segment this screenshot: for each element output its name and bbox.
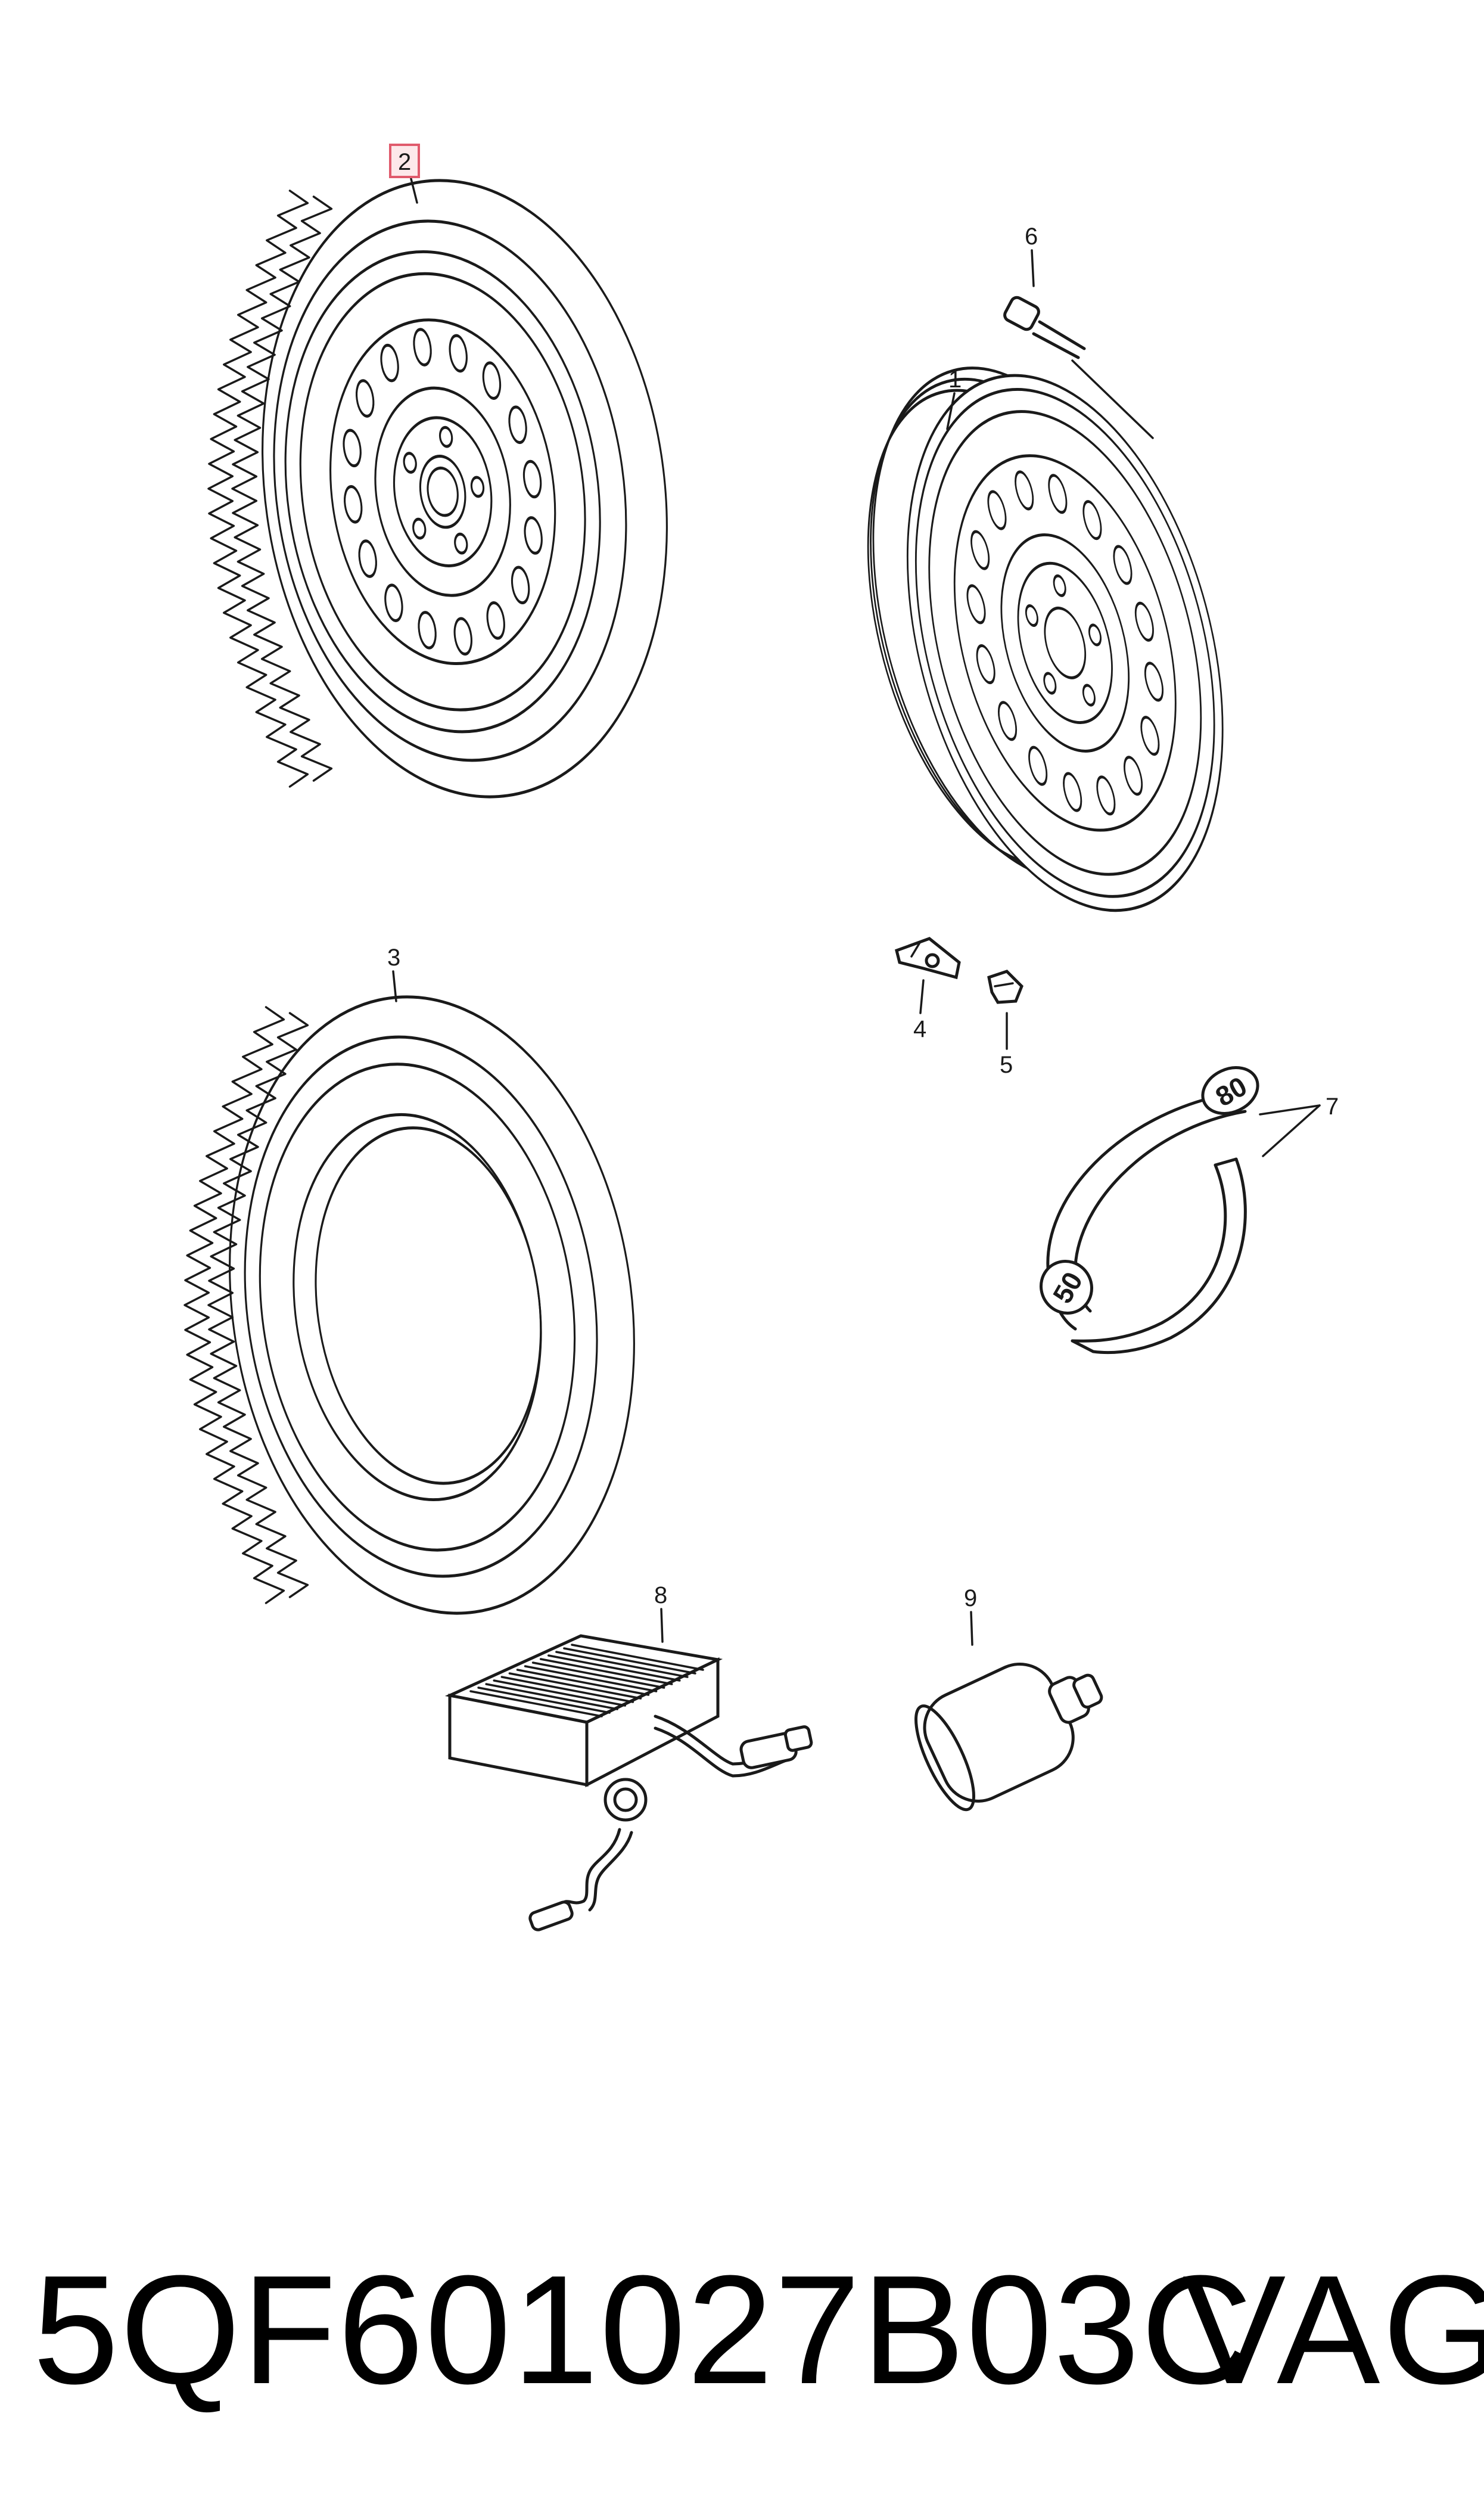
rim-vent-hole xyxy=(1063,772,1082,812)
grille-slot xyxy=(493,1679,626,1707)
rim-vent-hole xyxy=(343,428,362,468)
brand-label: VAG xyxy=(1183,2244,1484,2416)
rim-vent-hole xyxy=(358,539,377,578)
callout-leaders xyxy=(392,178,1321,1646)
callout-3[interactable]: 3 xyxy=(387,945,400,971)
rim-vent-hole xyxy=(384,583,403,622)
callout-2-highlight-box xyxy=(389,144,420,178)
rim-vent-hole xyxy=(413,328,432,366)
rim-vent-hole xyxy=(1082,500,1102,541)
part-8-compressor xyxy=(444,1634,813,1931)
grille-slot xyxy=(500,1676,634,1703)
rim-vent-hole xyxy=(508,405,527,445)
rim-vent-hole xyxy=(1015,470,1034,511)
lug-hole xyxy=(1053,574,1066,597)
grille-slot xyxy=(571,1644,704,1671)
lug-hole xyxy=(403,452,417,474)
grille-slot xyxy=(516,1669,650,1696)
rim-vent-hole xyxy=(511,566,530,605)
callout-5[interactable]: 5 xyxy=(1000,1052,1013,1078)
rim-vent-hole xyxy=(987,490,1007,530)
callout-7[interactable]: 7 xyxy=(1326,1094,1339,1120)
exploded-parts-diagram: 80 50 xyxy=(183,144,1339,1931)
grille-slot xyxy=(531,1661,665,1689)
rim-vent-hole xyxy=(1113,545,1133,585)
lug-hole xyxy=(412,517,427,540)
rim-vent-hole xyxy=(355,379,375,418)
rim-vent-hole xyxy=(453,617,472,656)
grille-slot xyxy=(469,1690,603,1717)
part-4-clip xyxy=(895,937,961,980)
rim-vent-hole xyxy=(524,516,543,555)
grille-slot xyxy=(555,1651,689,1678)
rim-vent-hole xyxy=(449,334,468,373)
grille-slot xyxy=(508,1672,642,1700)
rim-vent-hole xyxy=(1048,474,1068,514)
rim-vent-hole xyxy=(1028,746,1048,786)
lug-hole xyxy=(1082,684,1096,707)
callout-4[interactable]: 4 xyxy=(913,1016,926,1042)
grille-slot xyxy=(477,1686,611,1714)
rim-vent-hole xyxy=(1144,661,1164,702)
rim-vent-hole xyxy=(1140,716,1160,756)
rim-vent-hole xyxy=(380,343,399,383)
lug-hole xyxy=(438,425,453,448)
part-3-tyre xyxy=(183,995,635,1615)
lug-hole xyxy=(1088,623,1102,647)
grille-slot xyxy=(524,1665,658,1692)
callout-9[interactable]: 9 xyxy=(964,1585,977,1611)
part-5-clip xyxy=(987,970,1023,1004)
lug-hole xyxy=(470,476,485,498)
callout-2[interactable]: 2 xyxy=(398,149,411,175)
rim-vent-hole xyxy=(344,485,363,524)
grille-slot xyxy=(539,1658,673,1685)
rim-vent-hole xyxy=(482,361,502,400)
part-6-valve xyxy=(1003,296,1154,439)
grille-slot xyxy=(563,1647,696,1675)
lug-hole xyxy=(1043,672,1057,695)
rim-vent-hole xyxy=(418,611,437,650)
grille-slot xyxy=(485,1683,618,1710)
rim-vent-hole xyxy=(1134,601,1154,642)
callout-1[interactable]: 1 xyxy=(948,366,962,393)
rim-vent-hole xyxy=(1096,775,1116,816)
rim-vent-hole xyxy=(486,601,505,640)
rim-vent-hole xyxy=(976,644,995,685)
rim-vent-hole xyxy=(970,530,990,570)
part-number-label: 5QF601027B03C xyxy=(33,2244,1254,2416)
part-7-rim-ring: 80 50 xyxy=(1039,1066,1259,1355)
part-2-spare-wheel-assembly xyxy=(207,179,668,799)
lug-hole xyxy=(1025,604,1038,628)
part-1-steel-rim xyxy=(867,296,1224,912)
callout-6[interactable]: 6 xyxy=(1025,223,1038,250)
rim-vent-hole xyxy=(522,459,542,499)
rim-vent-hole xyxy=(1124,756,1143,796)
rim-vent-hole xyxy=(966,584,986,625)
rim-vent-hole xyxy=(998,701,1018,741)
grille-slot xyxy=(547,1654,681,1682)
part-9-sealant-bottle xyxy=(914,1662,1103,1812)
callout-8[interactable]: 8 xyxy=(654,1582,667,1608)
lug-hole xyxy=(454,532,468,555)
